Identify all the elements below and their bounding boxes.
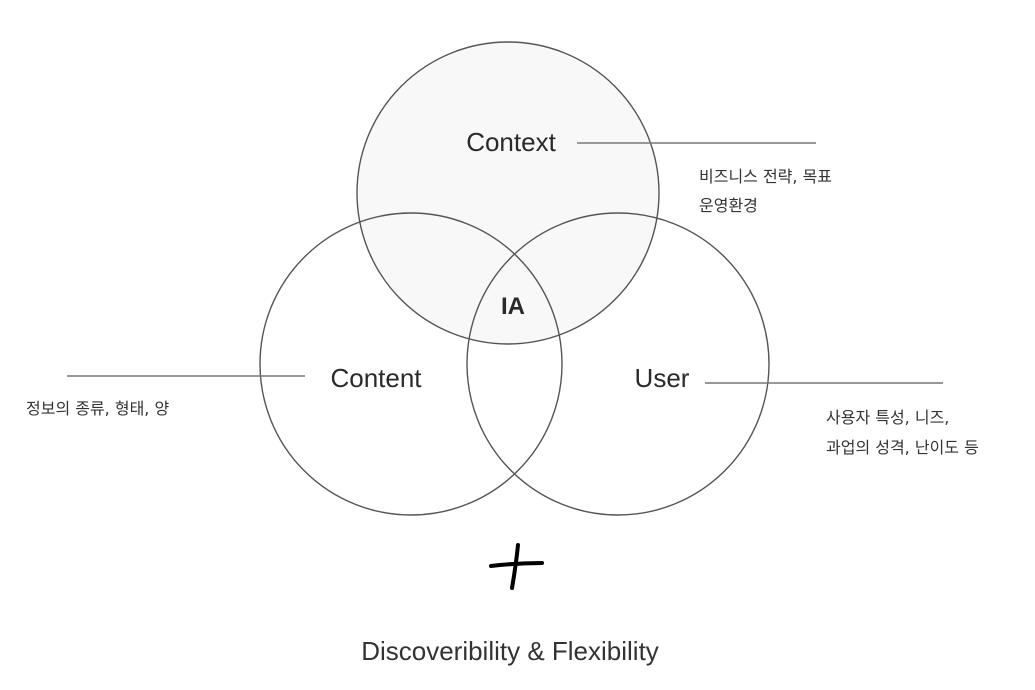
content-label: Content xyxy=(330,363,422,393)
user-description-line-1: 사용자 특성, 니즈, xyxy=(826,408,949,427)
user-description-line-2: 과업의 성격, 난이도 등 xyxy=(826,438,979,457)
user-label: User xyxy=(635,363,690,393)
footer-caption: Discoveribility & Flexibility xyxy=(361,636,659,666)
context-description-line-1: 비즈니스 전략, 목표 xyxy=(699,167,832,186)
plus-icon xyxy=(489,543,544,590)
user-circle xyxy=(466,212,770,516)
ia-label: IA xyxy=(501,293,525,320)
content-description-line-1: 정보의 종류, 형태, 양 xyxy=(26,399,169,418)
context-circle xyxy=(356,41,660,345)
context-label: Context xyxy=(466,127,556,157)
content-circle xyxy=(259,212,563,516)
context-circle-fill xyxy=(357,42,659,344)
context-description-line-2: 운영환경 xyxy=(699,196,758,215)
